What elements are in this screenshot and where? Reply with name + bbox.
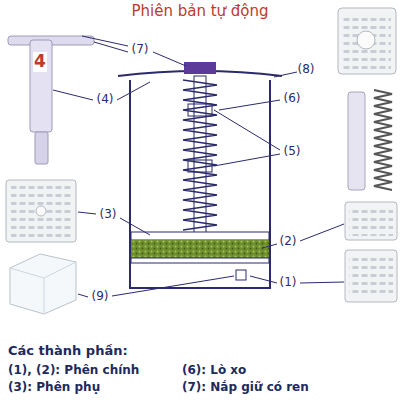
- callout-number: (5): [283, 145, 302, 159]
- component-item: (7): Nắp giữ có ren: [182, 381, 309, 395]
- callout-number: (9): [91, 290, 110, 304]
- housing: [118, 62, 282, 288]
- component-item: (6): Lò xo: [182, 364, 246, 378]
- callout-number: (1): [279, 276, 298, 290]
- component-item: (3): Phên phụ: [8, 381, 100, 395]
- list-heading: Các thành phần:: [8, 344, 128, 359]
- sub-tray-photo: [6, 180, 76, 242]
- spring-photo: [348, 90, 392, 190]
- callout-number: 4: [33, 52, 47, 72]
- callout-number: (3): [99, 208, 118, 222]
- handle-photo: [8, 36, 94, 164]
- leader-lines: [53, 36, 344, 297]
- page-title: Phiên bản tự động: [131, 3, 268, 20]
- filter-tray-photo: [345, 202, 397, 240]
- component-item: (1), (2): Phên chính: [8, 364, 139, 378]
- callout-number: (8): [297, 63, 316, 77]
- block-photo: [10, 254, 76, 314]
- callout-number: (7): [131, 43, 150, 57]
- tray-photo: [338, 8, 396, 74]
- callout-number: (6): [283, 92, 302, 106]
- callout-number: (4): [96, 93, 115, 107]
- bottom-tray-photo: [345, 250, 397, 302]
- callout-number: (2): [279, 235, 298, 249]
